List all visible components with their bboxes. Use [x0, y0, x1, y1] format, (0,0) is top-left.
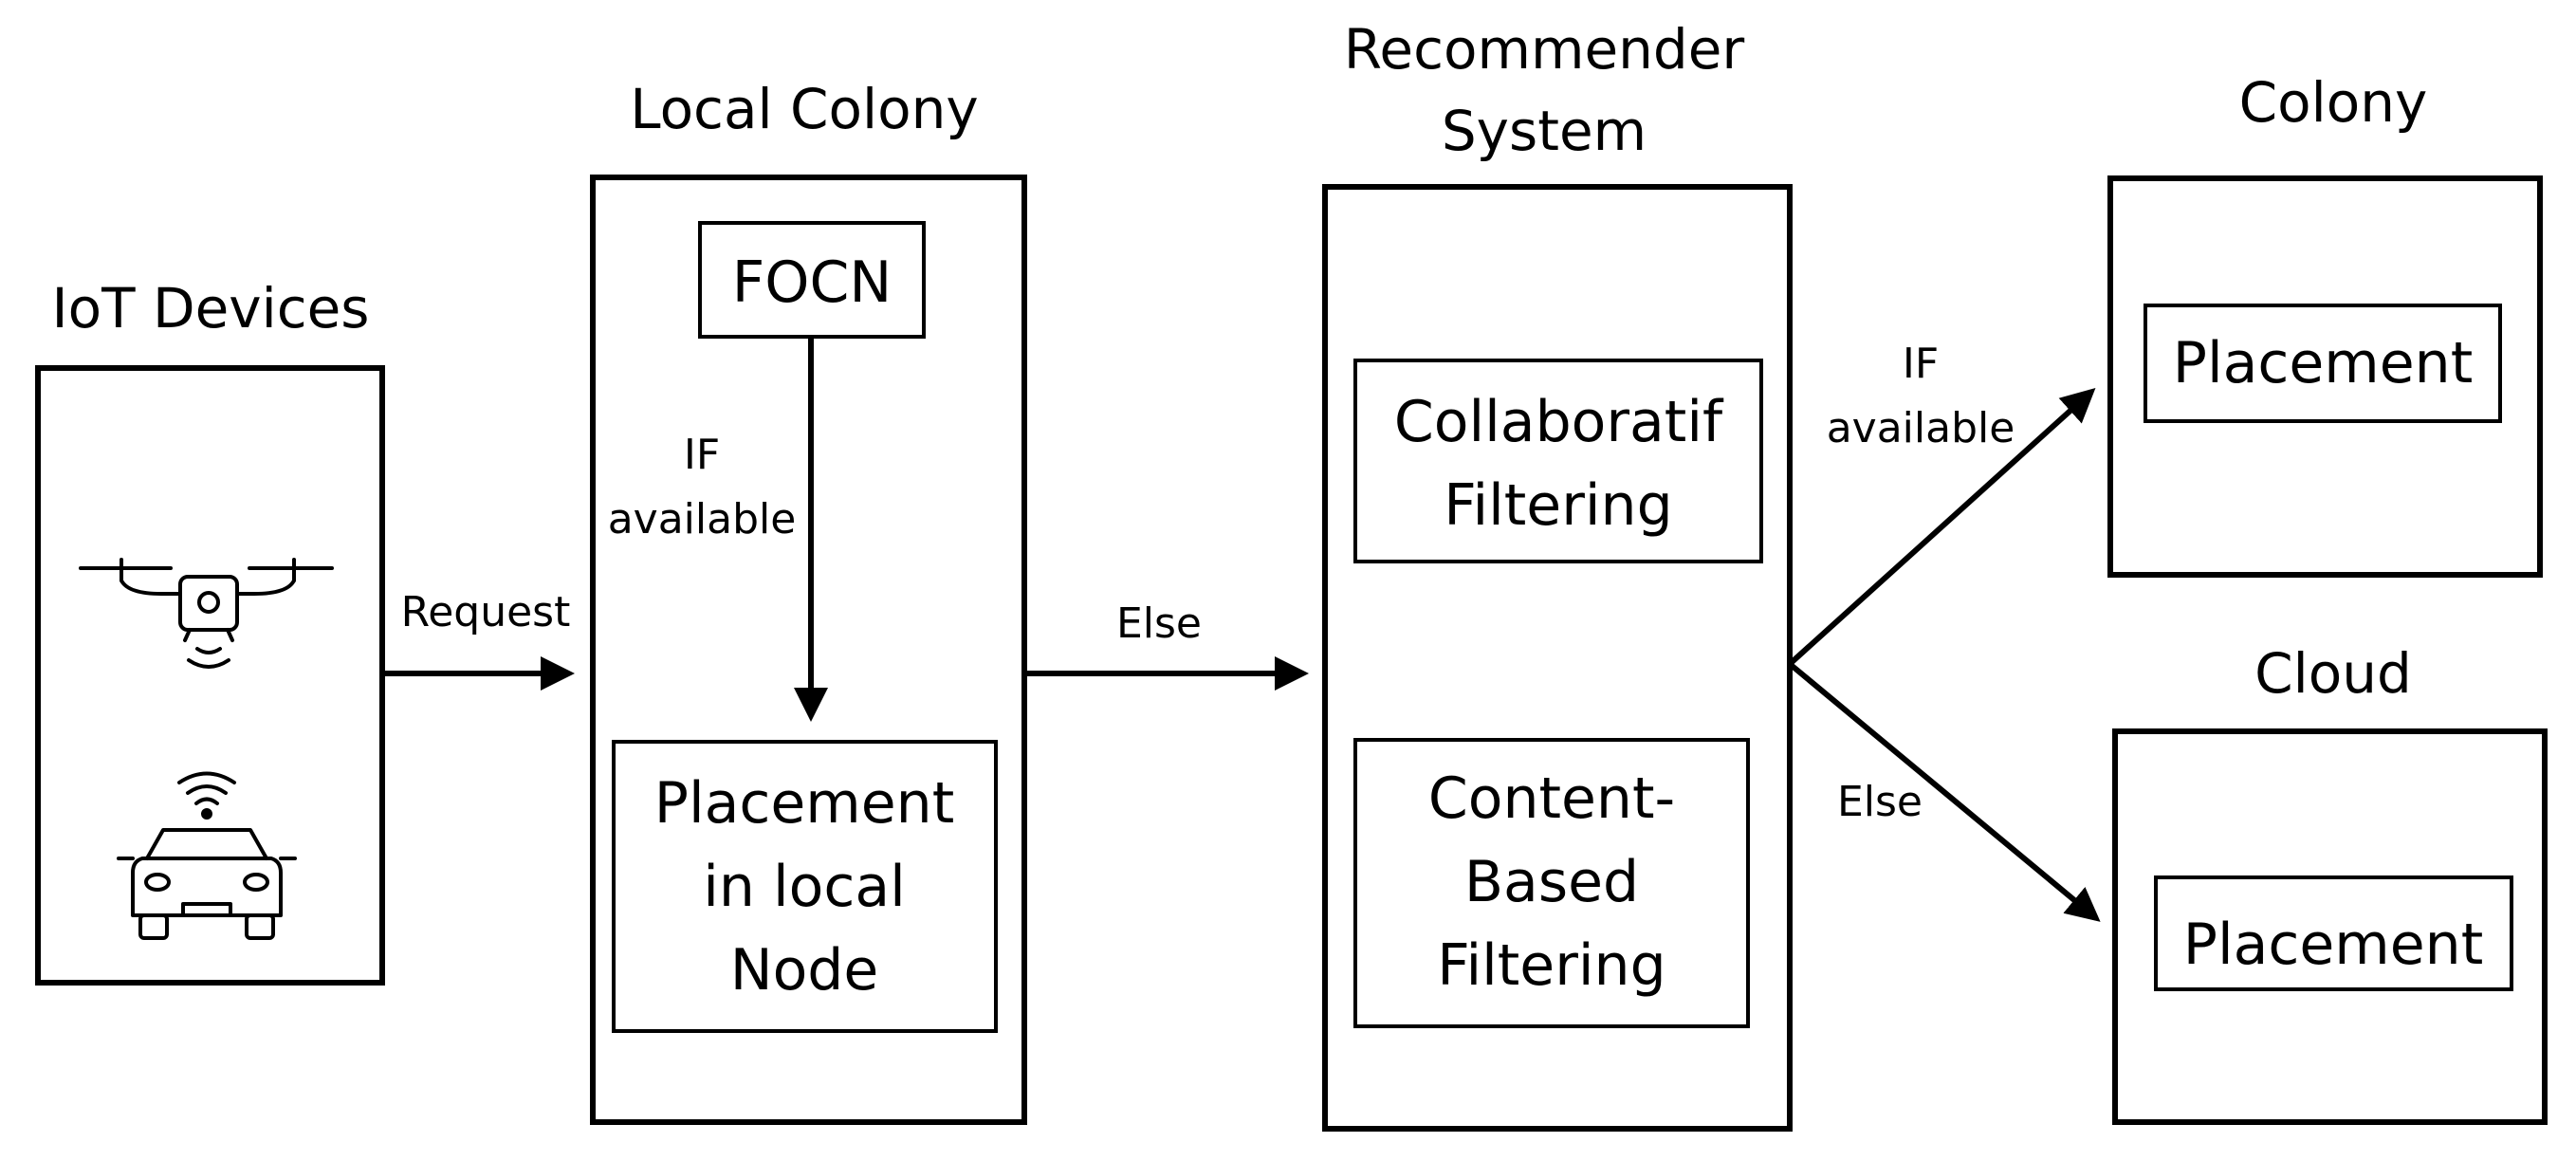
cloud-box	[2112, 728, 2548, 1125]
placement-local-node-box	[612, 740, 998, 1033]
cloud-title: Cloud	[2254, 641, 2412, 706]
edge-label-if-colony-line-1: IF	[1903, 340, 1939, 388]
arrow-if-available-to-colony	[1787, 387, 2096, 667]
content-based-filtering-line-3: Filtering	[1437, 932, 1665, 999]
content-based-filtering-line-2: Based	[1464, 849, 1639, 915]
iot-devices-box	[35, 365, 385, 986]
cloud-placement-label: Placement	[2183, 912, 2483, 978]
placement-local-node-line-1: Placement	[654, 770, 954, 837]
collaborative-filtering-box	[1353, 359, 1763, 563]
drone-icon	[79, 558, 334, 669]
content-based-filtering-box	[1353, 738, 1750, 1028]
recommender-title-line-1: Recommender	[1344, 17, 1745, 82]
local-colony-title: Local Colony	[630, 77, 978, 141]
recommender-title-line-2: System	[1442, 99, 1647, 163]
edge-label-if-local-line-1: IF	[684, 431, 720, 479]
edge-label-if-colony-line-2: available	[1827, 404, 2015, 452]
placement-local-node-line-3: Node	[730, 937, 879, 1004]
edge-label-request: Request	[401, 588, 571, 636]
placement-local-node-line-2: in local	[703, 854, 906, 920]
recommender-system-box	[1322, 184, 1793, 1132]
edge-label-else-recommender: Else	[1116, 599, 1202, 648]
arrow-else-to-cloud	[1788, 661, 2101, 922]
colony-title: Colony	[2239, 70, 2428, 135]
colony-box	[2107, 175, 2543, 578]
cloud-placement-box	[2154, 875, 2513, 991]
focn-label: FOCN	[732, 249, 892, 316]
collaborative-filtering-line-2: Filtering	[1444, 472, 1672, 539]
edge-label-if-local-line-2: available	[608, 495, 797, 544]
collaborative-filtering-line-1: Collaboratif	[1394, 389, 1724, 455]
colony-placement-label: Placement	[2173, 330, 2473, 396]
iot-devices-title: IoT Devices	[51, 276, 369, 341]
edge-label-else-cloud: Else	[1837, 778, 1923, 826]
colony-placement-box	[2144, 304, 2502, 423]
connected-car-icon	[117, 771, 297, 940]
local-colony-box	[590, 175, 1027, 1125]
content-based-filtering-line-1: Content-	[1428, 765, 1675, 832]
